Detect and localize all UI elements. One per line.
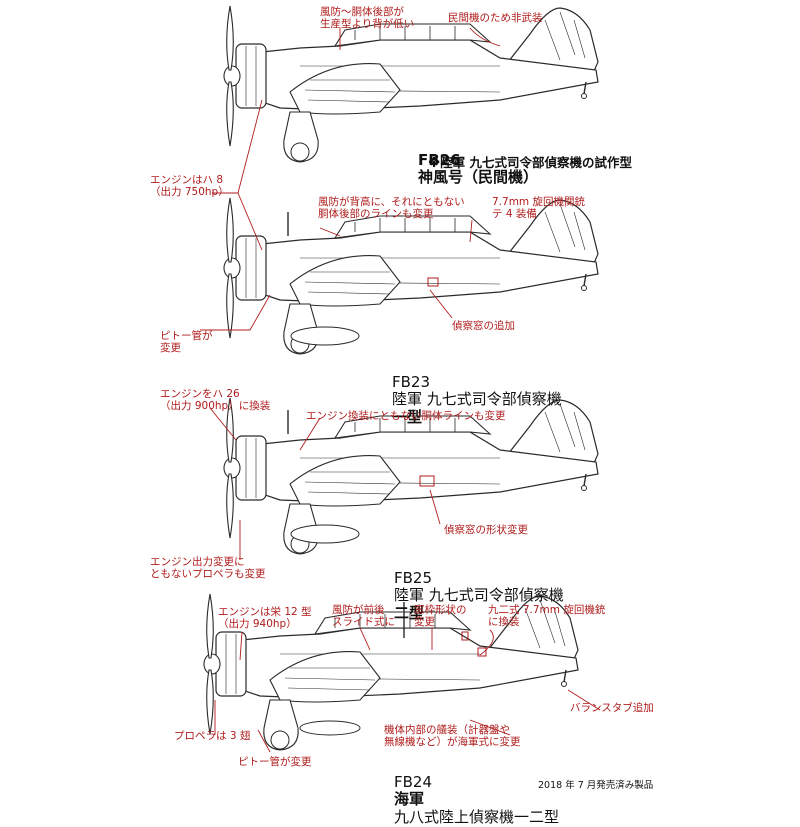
fb23-drop-tank bbox=[290, 326, 360, 346]
fb23-pitot-note: ピトー管が 変更 bbox=[160, 330, 213, 355]
fb26-caption-name: 神風号（民間機） bbox=[418, 168, 539, 187]
aircraft-fb23 bbox=[223, 197, 599, 355]
fb26-caption-note: ※陸軍 九七式司令部偵察機の試作型 bbox=[428, 155, 633, 170]
fb24-prop-note: プロペラは 3 翅 bbox=[174, 730, 251, 742]
fb23-caption: FB23 陸軍 九七式司令部偵察機 一型 bbox=[392, 356, 562, 427]
fb25-caption-variant: 二型 bbox=[394, 604, 425, 623]
fb26-canopy-note: 風防～胴体後部が 生産型より背が低い bbox=[320, 6, 415, 31]
aircraft-drawings bbox=[200, 5, 601, 753]
fb25-caption: FB25 陸軍 九七式司令部偵察機 二型 bbox=[394, 552, 564, 623]
fb24-interior-note: 機体内部の艤装（計器盤や 無線機など）が海軍式に変更 bbox=[384, 724, 521, 749]
fb23-caption-code: FB23 bbox=[392, 372, 431, 391]
fb23-caption-name: 陸軍 九七式司令部偵察機 bbox=[392, 390, 562, 409]
fb26-engine-note: エンジンはハ 8 （出力 750hp） bbox=[150, 174, 229, 199]
fb24-balance-note: バランスタブ追加 bbox=[570, 702, 654, 714]
fb25-prop-note: エンジン出力変更に ともないプロペラも変更 bbox=[150, 556, 266, 581]
fb26-caption-code: FB26 bbox=[418, 150, 461, 169]
fb25-drop-tank bbox=[290, 524, 360, 544]
fb24-drop-tank bbox=[299, 720, 361, 736]
fb26-unarmed-note: 民間機のため非武装 bbox=[448, 12, 543, 24]
fb24-canopy-note: 風防が前後 スライド式に bbox=[332, 604, 395, 629]
fb25-caption-name: 陸軍 九七式司令部偵察機 bbox=[394, 586, 564, 605]
fb24-caption-name-bold: 海軍 bbox=[394, 790, 425, 809]
footer-note: 2018 年 7 月発売済み製品 bbox=[538, 780, 654, 791]
fb24-frame-note: 窓枠形状の 変更 bbox=[414, 604, 467, 629]
aircraft-comparison-diagram: 風防～胴体後部が 生産型より背が低い 民間機のため非武装 エンジンはハ 8 （出… bbox=[150, 5, 654, 826]
fb23-gun-note: 7.7mm 旋回機関銃 テ 4 装備 bbox=[492, 196, 585, 221]
fb25-engine-note: エンジンをハ 26 （出力 900hp）に換装 bbox=[160, 388, 271, 413]
fb24-caption-name: 九八式陸上偵察機一二型 bbox=[394, 808, 560, 827]
fb23-window-note: 偵察窓の追加 bbox=[452, 320, 515, 332]
leader-lines bbox=[200, 27, 601, 753]
fb25-fuselage-note: エンジン換装にともない胴体ラインも変更 bbox=[306, 410, 506, 422]
fb23-caption-variant: 一型 bbox=[392, 408, 423, 427]
fb24-engine-note: エンジンは栄 12 型 （出力 940hp） bbox=[218, 606, 312, 631]
fb24-caption: FB24 海軍 九八式陸上偵察機一二型 bbox=[394, 756, 559, 827]
fb23-canopy-note: 風防が背高に、それにともない 胴体後部のラインも変更 bbox=[318, 196, 465, 221]
fb26-caption: FB26 神風号（民間機） bbox=[418, 134, 538, 187]
fb25-window-note: 偵察窓の形状変更 bbox=[444, 524, 528, 536]
fb24-caption-code: FB24 bbox=[394, 772, 433, 791]
fb25-caption-code: FB25 bbox=[394, 568, 433, 587]
fb24-pitot-note: ピトー管が変更 bbox=[238, 756, 312, 768]
fb24-gun-note: 九二式 7.7mm 旋回機銃 に換装 bbox=[488, 604, 606, 629]
